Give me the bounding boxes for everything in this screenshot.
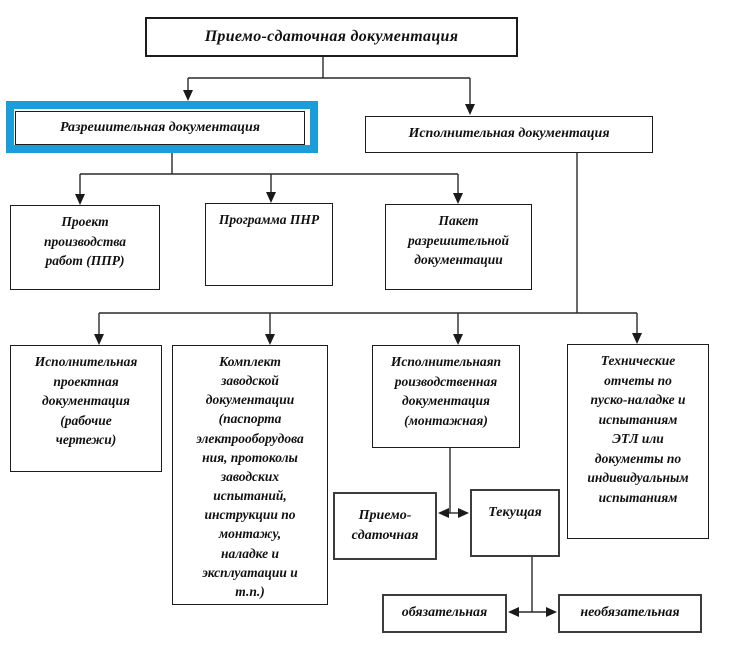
node-ispolnitelnaya: Исполнительная документация — [365, 116, 653, 153]
node-priemosdatochnaya: Приемо- сдаточная — [333, 492, 437, 560]
node-root: Приемо-сдаточная документация — [145, 17, 518, 57]
node-tekushchaya: Текущая — [470, 489, 560, 557]
node-paket: Пакет разрешительной документации — [385, 204, 532, 290]
node-zavodskaya: Комплект заводской документации (паспорт… — [172, 345, 328, 605]
node-tehotchety: Технические отчеты по пуско-наладке и ис… — [567, 344, 709, 539]
node-pnr: Программа ПНР — [205, 203, 333, 286]
node-neobyazatelnaya: необязательная — [558, 594, 702, 633]
node-ppr: Проект производства работ (ППР) — [10, 205, 160, 290]
node-obyazatelnaya: обязательная — [382, 594, 507, 633]
node-proektnaya: Исполнительная проектная документация (р… — [10, 345, 162, 472]
node-razreshitelnaya: Разрешительная документация — [15, 111, 305, 145]
selection-highlight — [6, 101, 318, 153]
node-proizvodstvennaya: Исполнительнаяп роизводственная документ… — [372, 345, 520, 448]
